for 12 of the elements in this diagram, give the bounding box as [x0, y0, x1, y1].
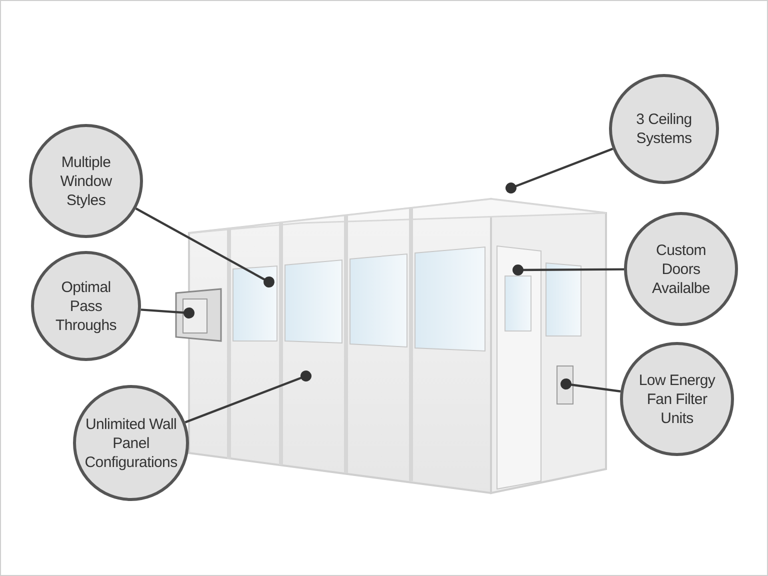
callout-text: 3 Ceiling Systems	[635, 110, 693, 148]
callout-text: Optimal Pass Throughs	[54, 278, 118, 334]
leader-line	[135, 208, 274, 288]
leader-line	[512, 264, 624, 276]
leader-line	[140, 308, 194, 318]
leader-line	[506, 148, 614, 194]
callout-text: Custom Doors Availalbe	[651, 240, 711, 298]
leader-line	[560, 378, 621, 392]
leader-line	[184, 370, 312, 424]
callout-text: Unlimited Wall Panel Configurations	[84, 414, 178, 472]
callout-text: Multiple Window Styles	[59, 152, 113, 210]
callout-text: Low Energy Fan Filter Units	[638, 370, 716, 428]
